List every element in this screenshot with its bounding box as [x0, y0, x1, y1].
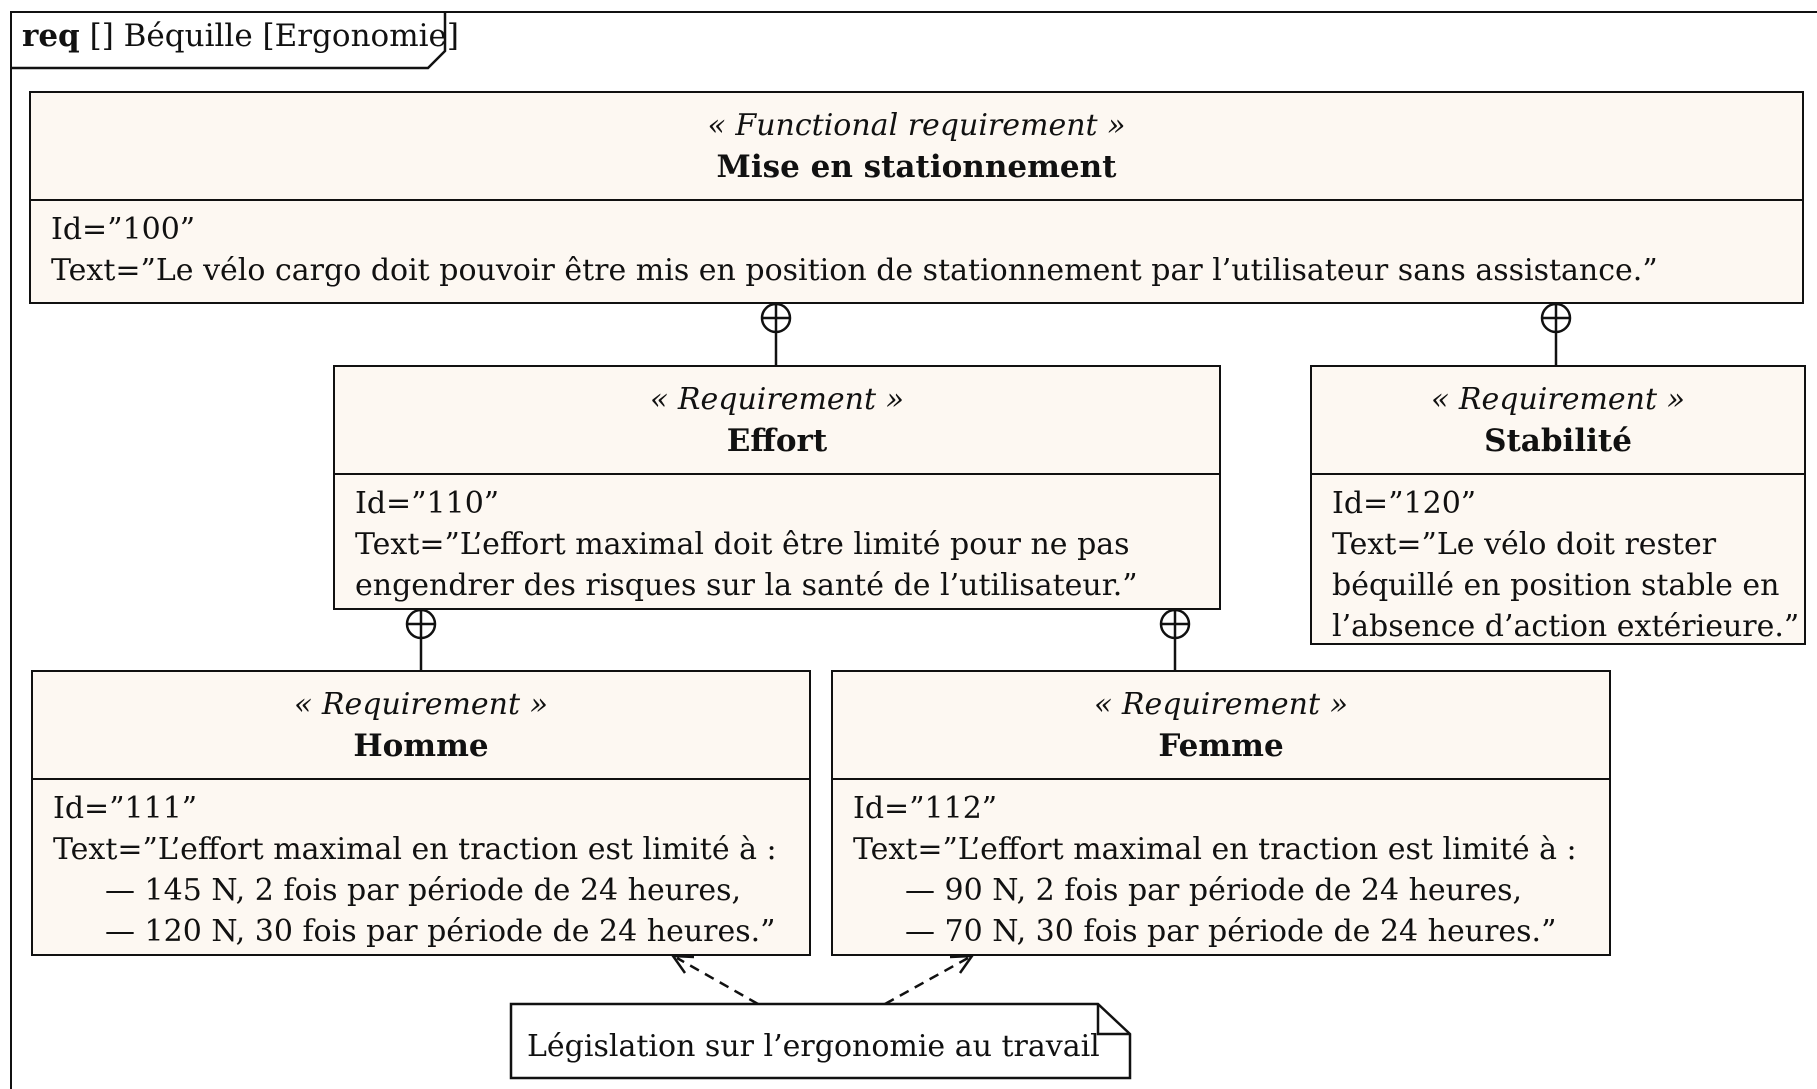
note-shape	[509, 1002, 1132, 1080]
containment-110-111	[405, 608, 437, 670]
requirement-block-femme[interactable]: « Requirement » Femme Id=”112” Text=”L’e…	[831, 670, 1611, 956]
requirement-block-mise-en-stationnement[interactable]: « Functional requirement » Mise en stati…	[29, 91, 1804, 304]
requirement-text-line: l’absence d’action extérieure.”	[1332, 609, 1800, 644]
legislation-note[interactable]: Législation sur l’ergonomie au travail	[511, 1004, 1130, 1078]
containment-110-112	[1159, 608, 1191, 670]
requirement-id: Id=”100”	[51, 212, 196, 247]
note-text: Législation sur l’ergonomie au travail	[527, 1029, 1100, 1064]
requirement-name: Mise en stationnement	[716, 148, 1117, 185]
requirement-text-line: engendrer des risques sur la santé de l’…	[355, 568, 1138, 603]
containment-100-110	[760, 302, 792, 365]
requirement-id: Id=”110”	[355, 486, 500, 521]
requirement-list-item: — 90 N, 2 fois par période de 24 heures,	[905, 873, 1523, 908]
frame-kind: req	[22, 18, 80, 54]
requirement-id: Id=”120”	[1332, 486, 1477, 521]
requirement-text-line: Text=”Le vélo doit rester	[1332, 527, 1717, 562]
requirement-name: Homme	[353, 727, 489, 764]
requirement-stereotype: « Requirement »	[294, 686, 548, 722]
requirement-block-stabilite[interactable]: « Requirement » Stabilité Id=”120” Text=…	[1310, 365, 1806, 645]
requirement-text-line: béquillé en position stable en	[1332, 568, 1780, 603]
requirement-id: Id=”112”	[853, 791, 998, 826]
requirement-stereotype: « Requirement »	[1431, 381, 1685, 417]
note-fold	[1096, 1004, 1130, 1036]
requirement-name: Effort	[726, 422, 828, 459]
dependency-note-femme	[884, 954, 975, 1006]
containment-100-120	[1540, 302, 1572, 365]
requirement-name: Stabilité	[1484, 422, 1632, 459]
dependency-note-homme	[670, 954, 759, 1006]
frame-title: [] Béquille [Ergonomie]	[89, 18, 459, 54]
requirement-name: Femme	[1158, 727, 1284, 764]
requirement-id: Id=”111”	[53, 791, 198, 826]
requirement-list-item: — 70 N, 30 fois par période de 24 heures…	[905, 914, 1557, 949]
requirement-text: Text=”Le vélo cargo doit pouvoir être mi…	[51, 253, 1658, 288]
requirement-stereotype: « Requirement »	[650, 381, 904, 417]
requirement-stereotype: « Requirement »	[1094, 686, 1348, 722]
frame-tab-border	[11, 12, 447, 70]
requirement-list-item: — 120 N, 30 fois par période de 24 heure…	[105, 914, 776, 949]
requirement-text-line: Text=”L’effort maximal en traction est l…	[53, 832, 777, 867]
requirement-block-effort[interactable]: « Requirement » Effort Id=”110” Text=”L’…	[333, 365, 1221, 610]
requirement-block-homme[interactable]: « Requirement » Homme Id=”111” Text=”L’e…	[31, 670, 811, 956]
requirement-list-item: — 145 N, 2 fois par période de 24 heures…	[105, 873, 742, 908]
requirement-text-line: Text=”L’effort maximal doit être limité …	[355, 527, 1130, 562]
requirement-stereotype: « Functional requirement »	[707, 107, 1126, 143]
frame-label: req [] Béquille [Ergonomie]	[10, 11, 459, 52]
requirement-text-line: Text=”L’effort maximal en traction est l…	[853, 832, 1577, 867]
diagram-frame	[10, 11, 1817, 1089]
